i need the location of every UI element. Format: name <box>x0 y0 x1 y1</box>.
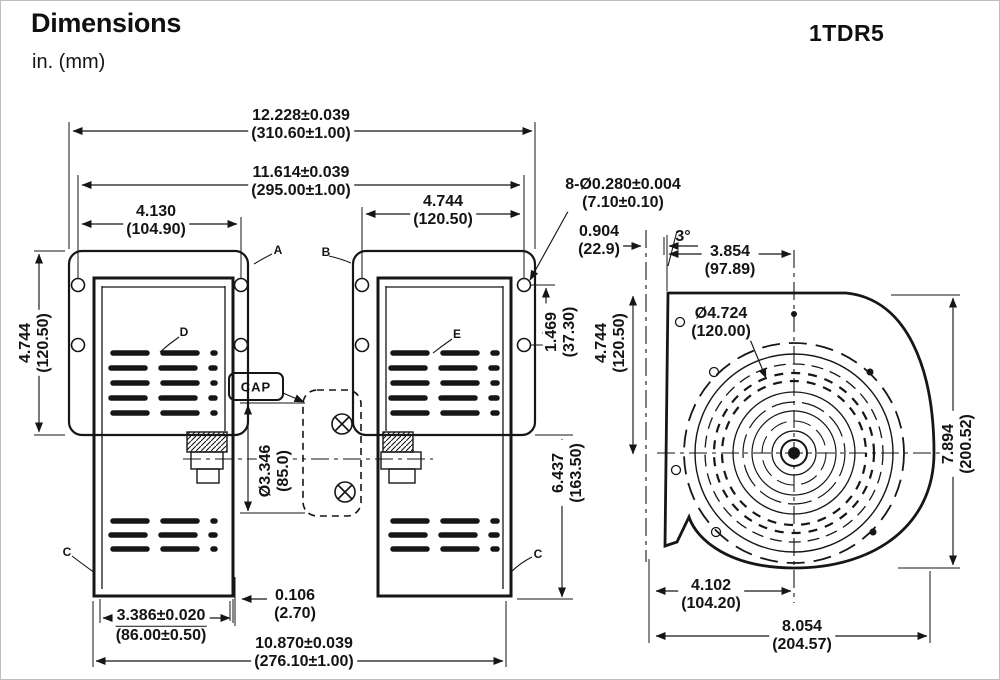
value-mm: (85.0) <box>275 450 292 492</box>
value-in: 4.744 <box>592 322 610 364</box>
capacitor-box <box>228 372 284 401</box>
value-in: 4.744 <box>16 322 34 364</box>
capacitor-label: CAP <box>240 379 272 395</box>
dim-overall-width: 12.228±0.039 (310.60±1.00) <box>248 106 354 144</box>
dim-body-width: 10.870±0.039 (276.10±1.00) <box>251 634 357 672</box>
dim-hole-row-offset: 1.469 (37.30) <box>542 303 580 361</box>
callout-b: B <box>321 245 331 259</box>
value-mm: (120.50) <box>611 313 628 373</box>
model-number: 1TDR5 <box>809 20 885 46</box>
value-in: 0.106 <box>274 586 316 604</box>
dim-outlet-height: 4.744 (120.50) <box>592 310 630 376</box>
value-mm: (120.00) <box>691 323 751 340</box>
value-in: 8-Ø0.280±0.004 <box>565 175 681 193</box>
value-in: 10.870±0.039 <box>255 634 353 652</box>
units-note: in. (mm) <box>32 51 106 73</box>
value-mm: (276.10±1.00) <box>254 653 354 670</box>
front-view-linework <box>67 249 537 598</box>
dim-overall-height: 7.894 (200.52) <box>939 411 977 477</box>
value-in: Ø3.346 <box>256 444 274 498</box>
callout-leaders <box>71 253 533 574</box>
callout-c-left: C <box>62 545 72 559</box>
shaft-center <box>788 447 800 459</box>
extension-lines <box>34 122 960 667</box>
callout-e: E <box>452 327 462 341</box>
value-mm: (104.90) <box>126 221 186 238</box>
value-in: 7.894 <box>939 423 957 465</box>
value-in: 0.904 <box>578 222 620 240</box>
dim-motor-diameter: Ø3.346 (85.0) <box>256 441 294 501</box>
mounting-holes <box>70 277 532 353</box>
callout-d: D <box>179 325 189 339</box>
value-in: 4.130 <box>135 202 177 220</box>
value-mm: (204.57) <box>772 636 832 653</box>
value-in: 12.228±0.039 <box>252 106 350 124</box>
wheel-stripes <box>108 350 500 552</box>
value-mm: (200.52) <box>958 414 975 474</box>
value-in: 1.469 <box>542 311 560 353</box>
dim-overall-depth: 8.054 (204.57) <box>769 617 835 655</box>
dim-face-to-center: 3.854 (97.89) <box>701 242 759 280</box>
value-mm: (163.50) <box>568 443 585 503</box>
dim-wheel-diameter: Ø4.724 (120.00) <box>688 304 754 342</box>
motor <box>302 389 362 517</box>
callout-c-right: C <box>533 547 543 561</box>
value-mm: (97.89) <box>704 261 756 278</box>
centerlines <box>183 230 947 603</box>
side-view-linework <box>663 230 936 570</box>
value-mm: (37.30) <box>561 306 578 358</box>
dim-housing-offset: 0.106 (2.70) <box>271 586 319 624</box>
dim-mount-holes: 8-Ø0.280±0.004 (7.10±0.10) <box>562 175 684 213</box>
value-in: 8.054 <box>781 617 823 635</box>
value-in: 3.386±0.020 <box>115 607 207 627</box>
dim-flange-offset: 0.904 (22.9) <box>575 222 623 260</box>
value-mm: (2.70) <box>274 605 316 622</box>
value-mm: (7.10±0.10) <box>582 194 664 211</box>
value-in: 6.437 <box>549 452 567 494</box>
dim-unit-height: 6.437 (163.50) <box>549 440 587 506</box>
value-mm: (104.20) <box>681 595 741 612</box>
value-mm: (86.00±0.50) <box>115 627 207 644</box>
leader-lines <box>241 205 767 604</box>
value-mm: (295.00±1.00) <box>251 182 351 199</box>
value-in: 4.744 <box>422 192 464 210</box>
value-mm: (310.60±1.00) <box>251 125 351 142</box>
value-in: 11.614±0.039 <box>252 163 350 181</box>
value-in: Ø4.724 <box>694 304 748 322</box>
dim-right-hole-spacing: 4.744 (120.50) <box>410 192 476 230</box>
value-in: 4.102 <box>690 576 732 594</box>
dim-plate-height: 4.744 (120.50) <box>16 310 54 376</box>
value-mm: (120.50) <box>35 313 52 373</box>
value-mm: (120.50) <box>413 211 473 228</box>
dim-left-hole-spacing: 4.130 (104.90) <box>123 202 189 240</box>
page-title: Dimensions <box>31 8 182 38</box>
dim-housing-width: 3.386±0.020 (86.00±0.50) <box>112 606 210 646</box>
callout-a: A <box>273 243 283 257</box>
dim-hole-span: 11.614±0.039 (295.00±1.00) <box>248 163 354 201</box>
dim-outlet-angle: 3° <box>675 227 691 245</box>
shaft-hubs <box>186 431 422 484</box>
dim-center-to-front: 4.102 (104.20) <box>678 576 744 614</box>
value-mm: (22.9) <box>578 241 620 258</box>
value-in: 3.854 <box>709 242 751 260</box>
